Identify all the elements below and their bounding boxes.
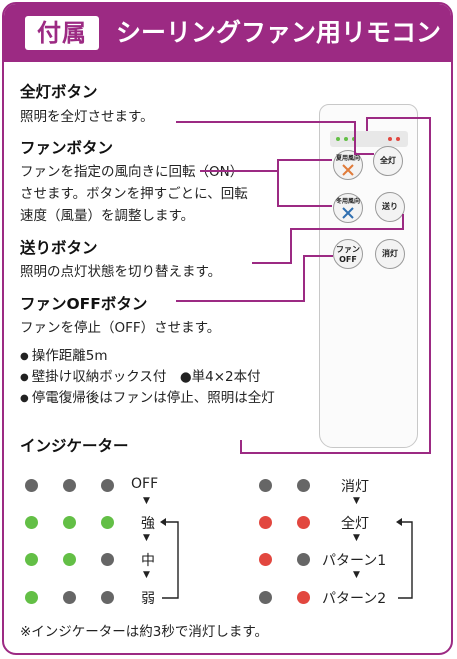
spec-bullet-power: 停電復帰後はファンは停止、照明は全灯: [20, 388, 275, 409]
leader-line: [402, 214, 404, 230]
leader-line: [240, 452, 431, 454]
down-arrow-icon: ▼: [353, 496, 360, 506]
fan-state-off: OFF: [131, 476, 159, 492]
all-on-label: 全灯: [380, 156, 396, 165]
desc-fan-line2: させます。ボタンを押すごとに、回転: [20, 186, 248, 202]
leader-line: [290, 228, 404, 230]
indicator-dot: [297, 516, 310, 529]
indicator-dot: [259, 479, 272, 492]
fan-winter-label: 冬用風向: [335, 198, 360, 205]
indicator-dot: [101, 516, 114, 529]
footnote: ※インジケーターは約3秒で消灯します。: [20, 624, 269, 640]
fan-state-weak: 弱: [141, 591, 155, 607]
indicator-dot: [259, 516, 272, 529]
leader-line: [303, 255, 305, 301]
indicator-dot: [297, 553, 310, 566]
heading-fan-off: ファンOFFボタン: [20, 295, 148, 313]
leader-line: [176, 300, 305, 302]
page-title: シーリングファン用リモコン: [116, 18, 442, 47]
down-arrow-icon: ▼: [143, 570, 150, 580]
fan-state-strong: 強: [141, 516, 155, 532]
light-state-all-on: 全灯: [341, 516, 369, 532]
fan-icon: [342, 207, 354, 219]
light-state-off: 消灯: [341, 479, 369, 495]
heading-all-on: 全灯ボタン: [20, 83, 98, 101]
leader-line: [366, 117, 368, 131]
down-arrow-icon: ▼: [143, 496, 150, 506]
title-banner: 付属 シーリングファン用リモコン: [4, 4, 451, 62]
indicator-dot: [25, 591, 38, 604]
leader-line: [200, 170, 277, 172]
loop-arrow-icon: [396, 518, 413, 599]
indicator-dot: [101, 553, 114, 566]
indicator-title: インジケーター: [20, 437, 129, 455]
desc-all-on: 照明を全灯させます。: [20, 109, 154, 125]
heading-forward: 送りボタン: [20, 239, 98, 257]
indicator-dot: [63, 553, 76, 566]
down-arrow-icon: ▼: [143, 533, 150, 543]
leader-line: [252, 262, 292, 264]
indicator-dot: [25, 479, 38, 492]
leader-line: [366, 117, 431, 119]
fan-off-label-line1: ファン: [336, 245, 360, 254]
remote-led: [344, 137, 348, 141]
light-state-pattern1: パターン1: [322, 553, 387, 569]
down-arrow-icon: ▼: [353, 533, 360, 543]
remote-indicator-window: [330, 131, 408, 147]
fan-off-label-line2: OFF: [339, 255, 357, 264]
fan-summer-label: 夏用風向: [335, 155, 360, 162]
indicator-dot: [297, 479, 310, 492]
loop-arrow-icon: [160, 518, 179, 599]
down-arrow-icon: ▼: [353, 570, 360, 580]
spec-bullet-box: 壁掛け収納ボックス付 ●単4×2本付: [20, 367, 261, 388]
desc-fan-off: ファンを停止（OFF）させます。: [20, 320, 221, 336]
leader-line: [354, 153, 374, 155]
remote-led: [388, 137, 392, 141]
desc-fan-line1: ファンを指定の風向きに回転（ON）: [20, 164, 244, 180]
indicator-dot: [25, 516, 38, 529]
leader-line: [429, 117, 431, 454]
heading-fan: ファンボタン: [20, 139, 114, 157]
remote-led: [336, 137, 340, 141]
leader-line: [277, 159, 332, 161]
light-state-pattern2: パターン2: [322, 591, 387, 607]
desc-fan-line3: 速度（風量）を調整します。: [20, 208, 195, 224]
fan-icon: [342, 164, 354, 176]
indicator-dot: [259, 591, 272, 604]
fan-winter-button[interactable]: 冬用風向: [333, 193, 363, 223]
spec-bullet-range: 操作距離5m: [20, 346, 108, 367]
indicator-dot: [63, 591, 76, 604]
indicator-dot: [101, 479, 114, 492]
leader-line: [290, 228, 292, 262]
fan-summer-button[interactable]: 夏用風向: [333, 150, 363, 180]
forward-label: 送り: [382, 202, 398, 211]
indicator-dot: [63, 516, 76, 529]
leader-line: [303, 255, 333, 257]
indicator-dot: [259, 553, 272, 566]
remote-led: [396, 137, 400, 141]
forward-button[interactable]: 送り: [375, 192, 405, 222]
leader-line: [277, 159, 279, 207]
leader-line: [354, 121, 356, 155]
fan-state-medium: 中: [141, 553, 155, 569]
light-off-label: 消灯: [382, 249, 398, 258]
indicator-dot: [25, 553, 38, 566]
light-off-button[interactable]: 消灯: [375, 239, 405, 269]
fan-off-button[interactable]: ファン OFF: [333, 239, 363, 269]
indicator-dot: [297, 591, 310, 604]
leader-line: [240, 440, 242, 454]
all-on-button[interactable]: 全灯: [373, 146, 403, 176]
accessory-tag: 付属: [25, 16, 99, 50]
indicator-dot: [63, 479, 76, 492]
indicator-dot: [101, 591, 114, 604]
leader-line: [277, 205, 332, 207]
leader-line: [176, 121, 356, 123]
desc-forward: 照明の点灯状態を切り替えます。: [20, 264, 222, 280]
